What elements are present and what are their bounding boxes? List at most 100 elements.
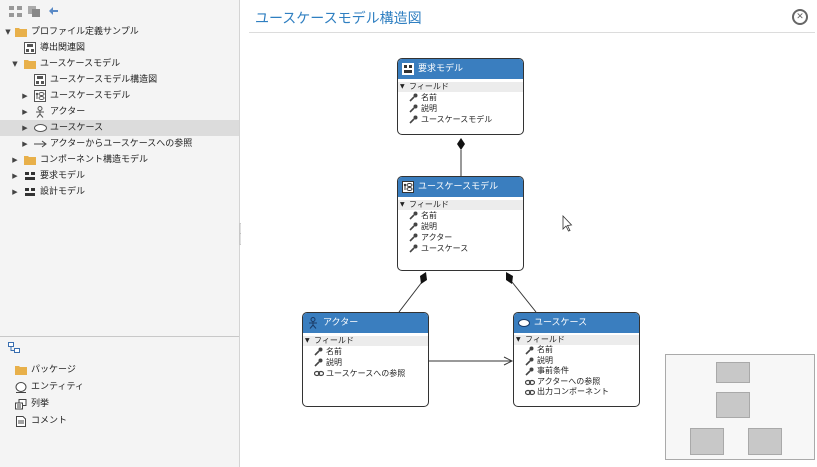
composition-connector[interactable] [398, 281, 423, 313]
field-label: 名前 [421, 93, 437, 102]
field-label: 説明 [421, 104, 437, 113]
tree-item-design-model[interactable]: ▶ 設計モデル [0, 184, 239, 200]
field-row[interactable]: アクター [398, 232, 523, 243]
tree-item-usecase-model-folder[interactable]: ▼ ユースケースモデル [0, 56, 239, 72]
diagram-icon [34, 74, 46, 86]
model-tree: ▼ プロファイル定義サンプル 導出関連図 ▼ ユースケースモデル [0, 24, 239, 200]
close-button[interactable]: ✕ [792, 9, 808, 25]
entity-icon [15, 382, 27, 393]
entity-header[interactable]: ユースケースモデル [398, 177, 523, 197]
hierarchy-icon[interactable] [8, 5, 22, 17]
collapse-triangle-icon[interactable]: ▼ [400, 201, 405, 208]
sync-icon[interactable] [46, 5, 60, 17]
entity-header[interactable]: ユースケース [514, 313, 639, 333]
wrench-icon [314, 347, 324, 356]
tree-item-profile-sample[interactable]: ▼ プロファイル定義サンプル [0, 24, 239, 40]
wrench-icon [409, 222, 419, 231]
collapse-triangle-icon[interactable]: ▼ [12, 60, 18, 68]
field-row[interactable]: 名前 [514, 345, 639, 356]
tree-item-usecase[interactable]: ▶ ユースケース [0, 120, 239, 136]
field-row[interactable]: 名前 [303, 346, 428, 357]
palette-tree-icon[interactable] [8, 342, 22, 354]
entity-header[interactable]: 要求モデル [398, 59, 523, 79]
folder-icon [24, 58, 36, 70]
field-row[interactable]: 説明 [514, 356, 639, 367]
fields-section-header[interactable]: ▼ フィールド [303, 336, 428, 346]
expand-triangle-icon[interactable]: ▶ [22, 92, 28, 100]
usecase-model-icon [34, 90, 46, 102]
field-label: 説明 [326, 358, 342, 367]
expand-triangle-icon[interactable]: ▶ [12, 172, 18, 180]
expand-triangle-icon[interactable]: ▶ [22, 108, 28, 116]
wrench-icon [525, 357, 535, 366]
field-row[interactable]: 事前条件 [514, 366, 639, 377]
field-row[interactable]: 説明 [303, 357, 428, 368]
tree-item-component-structure-model[interactable]: ▶ コンポーネント構造モデル [0, 152, 239, 168]
palette-item-package[interactable]: パッケージ [0, 362, 239, 379]
palette-item-label: 列挙 [31, 399, 50, 409]
tree-item-requirements-model[interactable]: ▶ 要求モデル [0, 168, 239, 184]
reference-arrow-icon [34, 138, 47, 150]
composition-connector[interactable] [511, 281, 537, 313]
entity-header[interactable]: アクター [303, 313, 428, 333]
tree-item-derivation-diagram[interactable]: 導出関連図 [0, 40, 239, 56]
collapse-triangle-icon[interactable]: ▼ [5, 28, 11, 36]
collapse-triangle-icon[interactable]: ▼ [516, 336, 521, 343]
palette-item-comment[interactable]: コメント [0, 413, 239, 430]
mouse-cursor-icon [562, 214, 573, 232]
fields-section-header[interactable]: ▼ フィールド [514, 335, 639, 345]
field-row[interactable]: 説明 [398, 103, 523, 114]
expand-triangle-icon[interactable]: ▶ [22, 140, 28, 148]
model-explorer-pane: ▼ プロファイル定義サンプル 導出関連図 ▼ ユースケースモデル [0, 0, 240, 467]
field-label: 名前 [421, 211, 437, 220]
fields-section-header[interactable]: ▼ フィールド [398, 82, 523, 92]
wrench-icon [525, 367, 535, 376]
tree-item-actor-to-usecase-reference[interactable]: ▶ アクターからユースケースへの参照 [0, 136, 239, 152]
actor-icon [34, 106, 46, 118]
field-label: 説明 [421, 222, 437, 231]
tree-item-actor[interactable]: ▶ アクター [0, 104, 239, 120]
title-divider [249, 32, 815, 33]
field-row[interactable]: アクターへの参照 [514, 377, 639, 388]
entity-usecase[interactable]: ユースケース ▼ フィールド 名前 説明 事前条件 アクターへの参照 [513, 312, 640, 407]
tree-item-usecase-structure-diagram[interactable]: ユースケースモデル構造図 [0, 72, 239, 88]
field-label: ユースケースモデル [421, 115, 493, 124]
fields-section-header[interactable]: ▼ フィールド [398, 200, 523, 210]
field-row[interactable]: 名前 [398, 92, 523, 103]
palette-item-label: パッケージ [31, 365, 76, 375]
field-label: 名前 [326, 347, 342, 356]
model-block-icon [24, 186, 36, 198]
field-row[interactable]: ユースケースへの参照 [303, 368, 428, 379]
tree-item-usecase-model-entity[interactable]: ▶ ユースケースモデル [0, 88, 239, 104]
tree-item-label: プロファイル定義サンプル [31, 27, 139, 37]
fields-label: フィールド [409, 82, 449, 91]
field-row[interactable]: 説明 [398, 221, 523, 232]
field-label: ユースケースへの参照 [326, 369, 406, 378]
palette-item-enumeration[interactable]: 列挙 [0, 396, 239, 413]
diagram-minimap[interactable] [665, 354, 815, 460]
field-row[interactable]: ユースケースモデル [398, 114, 523, 125]
tree-item-label: ユースケースモデル構造図 [50, 75, 158, 85]
minimap-node [690, 428, 724, 455]
expand-triangle-icon[interactable]: ▶ [12, 188, 18, 196]
pane-divider[interactable] [0, 336, 239, 337]
field-label: アクター [421, 233, 453, 242]
field-row[interactable]: 名前 [398, 210, 523, 221]
entity-usecase-model[interactable]: ユースケースモデル ▼ フィールド 名前 説明 アクター ユースケース [397, 176, 524, 271]
field-label: 名前 [537, 345, 553, 354]
copy-icon[interactable] [27, 5, 41, 17]
field-row[interactable]: 出力コンポーネント [514, 387, 639, 398]
field-row[interactable]: ユースケース [398, 243, 523, 254]
wrench-icon [409, 93, 419, 102]
collapse-triangle-icon[interactable]: ▼ [305, 337, 310, 344]
entity-actor[interactable]: アクター ▼ フィールド 名前 説明 ユースケースへの参照 [302, 312, 429, 407]
entity-requirements-model[interactable]: 要求モデル ▼ フィールド 名前 説明 ユースケースモデル [397, 58, 524, 135]
wrench-icon [409, 244, 419, 253]
expand-triangle-icon[interactable]: ▶ [22, 124, 28, 132]
collapse-triangle-icon[interactable]: ▼ [400, 83, 405, 90]
palette-item-entity[interactable]: エンティティ [0, 379, 239, 396]
fields-label: フィールド [525, 335, 565, 344]
entity-title: ユースケース [534, 318, 588, 328]
tree-item-label: アクター [50, 107, 86, 117]
expand-triangle-icon[interactable]: ▶ [12, 156, 18, 164]
